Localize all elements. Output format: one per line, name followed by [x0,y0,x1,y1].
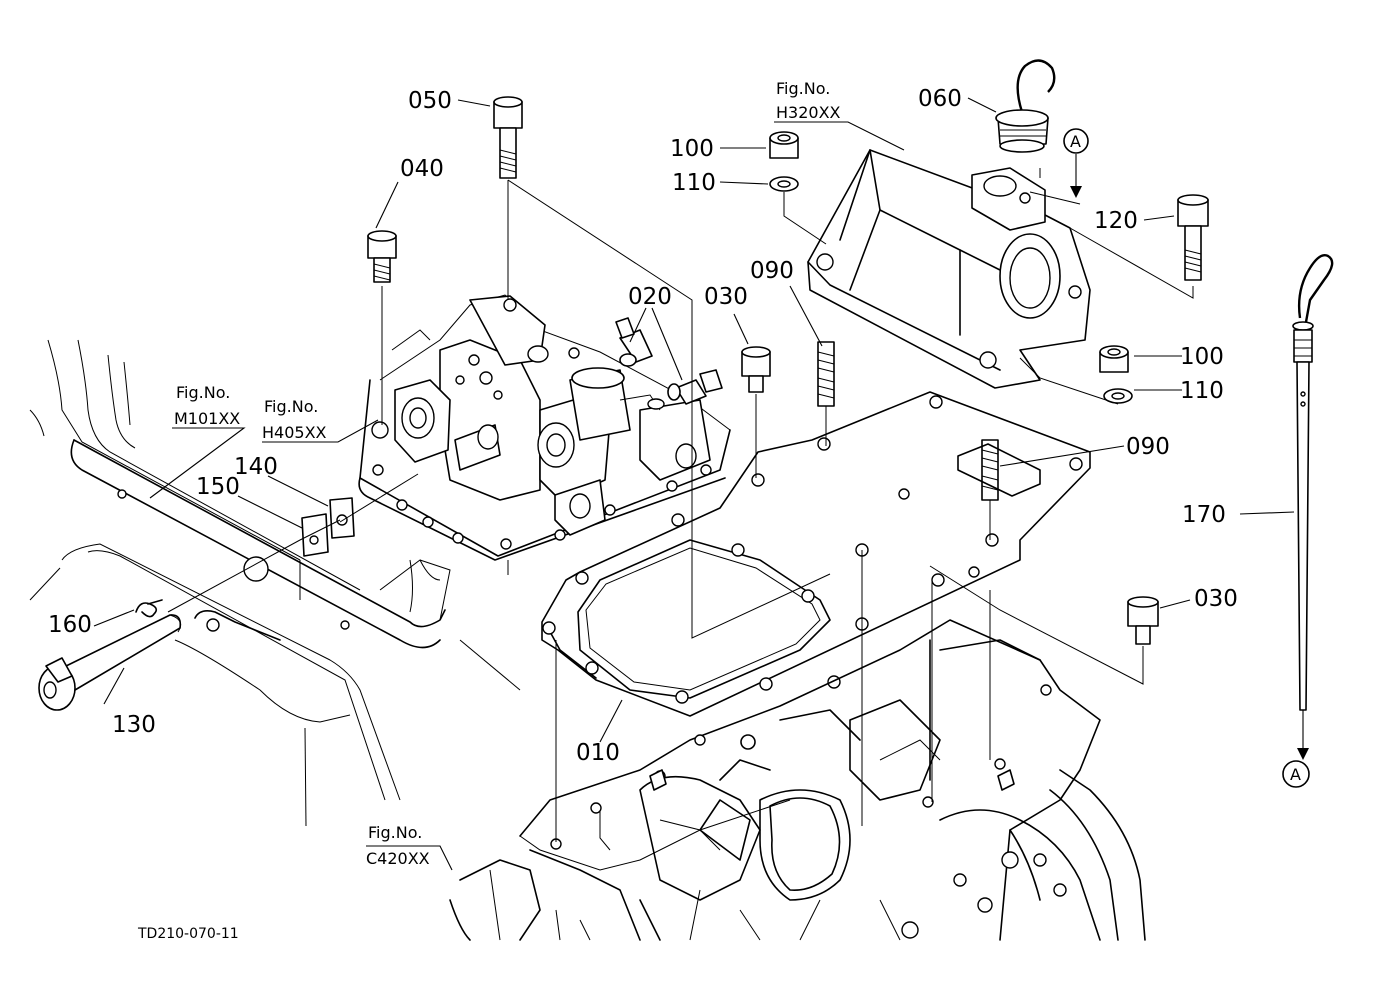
lower-fender-outline [29,543,401,827]
label-100-lower: 100 [1180,344,1224,370]
label-030-upper: 030 [704,284,748,310]
fig-h405-label: Fig.No. [264,397,318,416]
fig-h320-label: Fig.No. [776,79,830,98]
marker-top-letter: A [1070,132,1081,151]
clip-160 [135,599,163,618]
drawing-code: TD210-070-11 [137,926,239,942]
nut-100-lower [1099,345,1129,373]
bolt-030-lower [1127,596,1159,645]
label-100-upper: 100 [670,136,714,162]
hitch-cover-housing [807,149,1091,389]
label-060: 060 [918,86,962,112]
figure-refs: Fig.No. H320XX Fig.No. M101XX Fig.No. H4… [174,79,841,868]
marker-top: A [1063,128,1089,154]
label-140: 140 [234,454,278,480]
fender-outline [29,339,521,691]
fig-h320-code: H320XX [776,103,841,122]
washer-110-lower [1103,388,1133,404]
label-160: 160 [48,612,92,638]
label-120: 120 [1094,208,1138,234]
filler-plug-060 [995,59,1056,153]
assembly-lines [167,168,1194,842]
stud-090-left [817,341,835,407]
plate-150 [301,513,329,557]
transmission-case [449,619,1146,941]
fig-m101-code: M101XX [174,409,240,428]
label-090-right: 090 [1126,434,1170,460]
label-040: 040 [400,156,444,182]
part-labels: 050 040 020 030 090 100 110 060 120 100 … [48,86,1238,766]
label-030-lower: 030 [1194,586,1238,612]
marker-bottom: A [1282,760,1310,788]
label-110-upper: 110 [672,170,716,196]
pin-130 [38,614,182,711]
bolt-040 [367,230,397,283]
mounting-plate [541,391,1091,717]
leader-lines [93,97,1295,871]
fig-c420-label: Fig.No. [368,823,422,842]
stud-090-right [981,439,999,501]
label-020: 020 [628,284,672,310]
marker-arrow-top [1070,154,1082,198]
nut-100-upper [769,131,799,159]
bolt-120 [1177,194,1209,281]
label-010: 010 [576,740,620,766]
fig-m101-label: Fig.No. [176,383,230,402]
fitting-020 [615,317,723,405]
label-130: 130 [112,712,156,738]
marker-bottom-letter: A [1290,765,1301,784]
label-090-left: 090 [750,258,794,284]
label-170: 170 [1182,502,1226,528]
plate-140 [329,497,355,539]
label-110-lower: 110 [1180,378,1224,404]
washer-110-upper [769,176,799,192]
label-150: 150 [196,474,240,500]
fig-h405-code: H405XX [262,423,327,442]
fig-c420-code: C420XX [366,849,430,868]
label-050: 050 [408,88,452,114]
dipstick-170 [1292,254,1334,760]
bolt-050 [493,96,523,179]
bolt-030-upper [741,346,771,393]
